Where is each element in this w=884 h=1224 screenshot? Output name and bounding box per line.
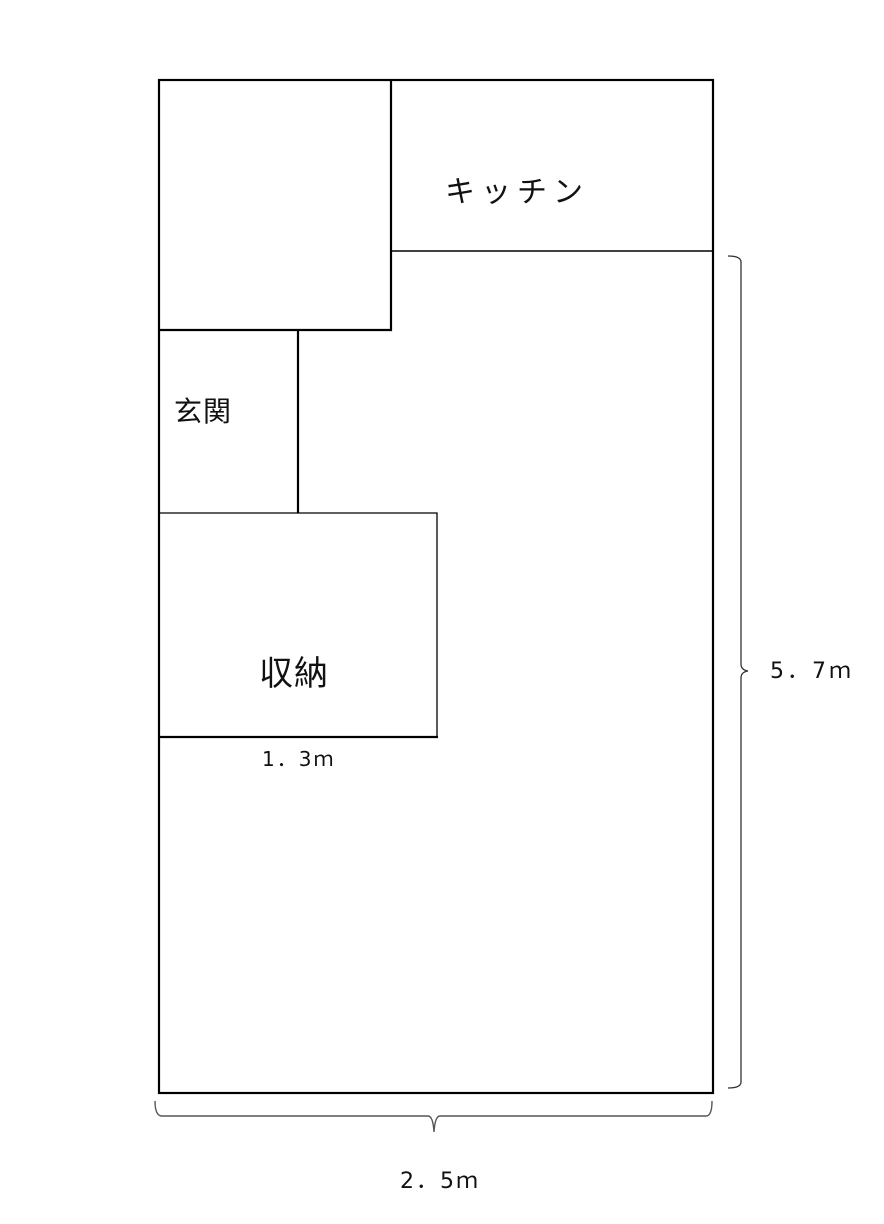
- width-brace: [154, 1100, 713, 1133]
- top-left-room-wall: [159, 80, 393, 332]
- total-depth-dimension: 5．7ｍ: [770, 659, 854, 684]
- outer-wall: [157, 78, 715, 1095]
- storage-width-dimension: 1．3ｍ: [262, 747, 336, 771]
- storage-label: 収納: [259, 654, 329, 694]
- total-width-dimension: 2．5ｍ: [400, 1169, 480, 1194]
- entrance-label: 玄関: [174, 395, 233, 428]
- height-brace: [727, 255, 749, 1089]
- kitchen-label: キッチン: [445, 175, 589, 210]
- storage-wall: [159, 512, 438, 737]
